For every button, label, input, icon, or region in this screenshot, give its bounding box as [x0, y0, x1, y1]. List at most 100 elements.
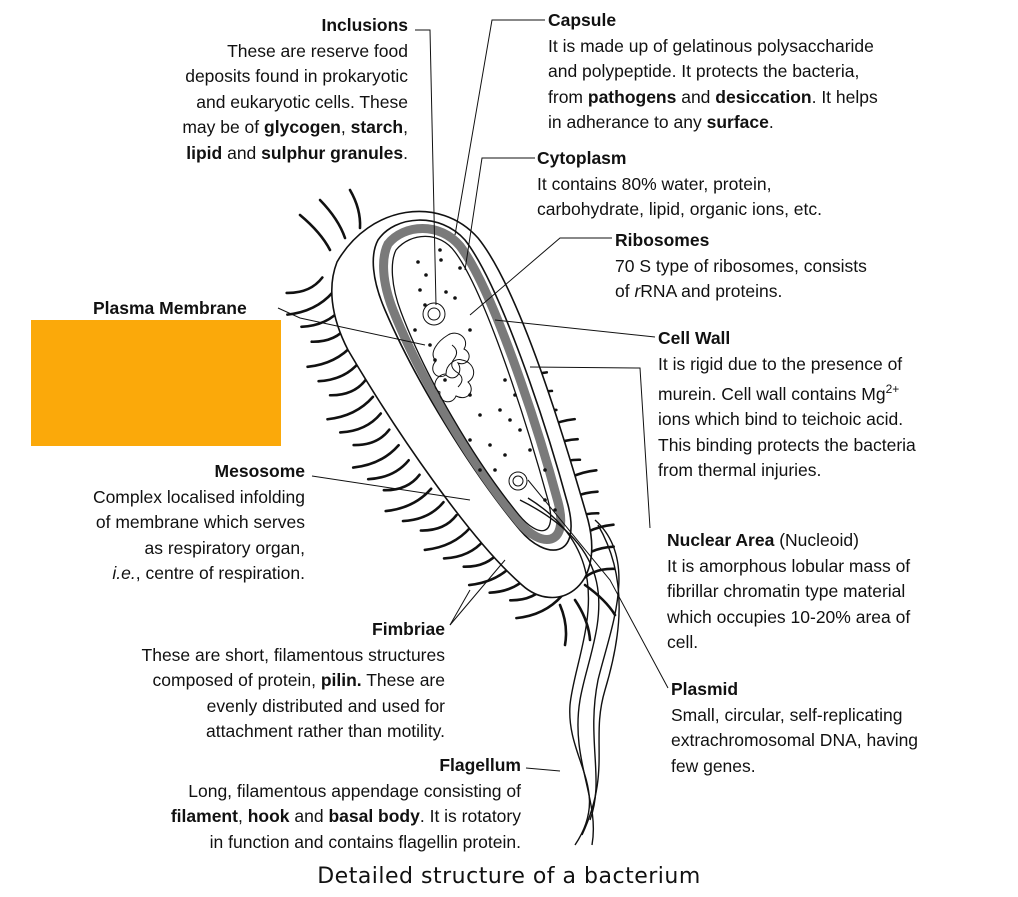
ribosome-dot	[444, 290, 448, 294]
inclusions-title: Inclusions	[321, 15, 408, 35]
label-cell-wall: Cell Wall It is rigid due to the presenc…	[658, 326, 998, 484]
flagellum-line-2: filament, hook and basal body. It is rot…	[60, 804, 521, 830]
label-inclusions: Inclusions These are reserve food deposi…	[90, 13, 408, 166]
capsule-text: and	[676, 86, 716, 107]
inclusions-line-3: and eukaryotic cells. These	[196, 91, 408, 112]
ribosomes-text: RNA and proteins.	[640, 281, 783, 301]
fimbria-hair	[583, 583, 617, 617]
inclusions-text: ,	[340, 117, 351, 137]
fimbria-hair	[382, 473, 421, 492]
ribosomes-r-italic: r	[634, 281, 641, 301]
ribosome-dot	[498, 408, 502, 412]
mesosome	[422, 302, 528, 491]
capsule-line-3: from pathogens and desiccation. It helps	[548, 85, 968, 111]
fimbria-hair	[326, 395, 375, 421]
ribosome-dot	[433, 358, 437, 362]
flagellum	[519, 497, 620, 846]
ribosome-dot	[468, 328, 472, 332]
fimbriae-line-1: These are short, filamentous structures	[141, 644, 445, 665]
ribosomes-title: Ribosomes	[615, 230, 710, 250]
cell-wall-line-1: It is rigid due to the presence of	[658, 353, 903, 374]
ribosome-dot	[518, 428, 522, 432]
cell-wall-title: Cell Wall	[658, 328, 731, 348]
inclusions-text: may be of	[182, 117, 265, 137]
ribosome-dot	[508, 418, 512, 422]
capsule-line-4: in adherance to any surface.	[548, 110, 968, 136]
cytoplasm-title: Cytoplasm	[537, 148, 627, 168]
ribosome-dot	[493, 468, 497, 472]
ribosome-dot	[503, 378, 507, 382]
ribosome-dot	[416, 260, 420, 264]
fimbria-hair	[298, 213, 332, 252]
ribosome-dot	[468, 438, 472, 442]
flagellum-basal-body: basal body	[328, 806, 420, 826]
cell-wall	[372, 219, 572, 551]
ribosome-dot	[458, 266, 462, 270]
flagellum-filament: filament	[170, 806, 238, 826]
capsule-surface: surface	[706, 112, 769, 132]
ribosome-dot	[413, 328, 417, 332]
ribosome-dot	[488, 443, 492, 447]
label-fimbriae: Fimbriae These are short, filamentous st…	[60, 617, 445, 745]
inclusions-text: and	[222, 142, 262, 163]
fimbria-hair	[317, 361, 361, 383]
fimbriae-line-4: attachment rather than motility.	[206, 721, 445, 741]
ribosomes-line-1: 70 S type of ribosomes, consists	[615, 255, 867, 276]
mesosome-title: Mesosome	[214, 461, 305, 481]
ribosomes-line-2: of rRNA and proteins.	[615, 279, 955, 305]
inclusions-lipid: lipid	[186, 142, 223, 163]
ribosome-dot	[478, 468, 482, 472]
ribosome-dot	[418, 288, 422, 292]
inclusions-starch: starch	[350, 117, 404, 137]
capsule-line-2: and polypeptide. It protects the bacteri…	[548, 61, 860, 81]
cell-wall-superscript: 2+	[885, 382, 900, 396]
mesosome-line-1: Complex localised infolding	[92, 486, 305, 507]
mesosome-text: , centre of respiration.	[135, 563, 305, 583]
ribosome-dot	[513, 393, 517, 397]
label-cytoplasm: Cytoplasm It contains 80% water, protein…	[537, 146, 937, 223]
ribosomes	[413, 248, 557, 512]
nuclear-area-title-text: Nuclear Area	[667, 530, 775, 550]
mesosome-ie: i.e.	[112, 563, 136, 583]
fimbria-hair	[351, 443, 400, 469]
capsule-text: from	[548, 86, 588, 107]
capsule-title: Capsule	[548, 10, 617, 30]
label-mesosome: Mesosome Complex localised infolding of …	[30, 459, 305, 587]
flagellum-line-3: in function and contains flagellin prote…	[209, 831, 521, 852]
fimbria-hair	[286, 290, 335, 316]
fimbria-hair	[558, 603, 568, 647]
ribosome-dot	[428, 343, 432, 347]
fimbriae-pilin: pilin.	[320, 670, 362, 690]
flagellum-text: . It is rotatory	[419, 806, 521, 826]
inclusions-text: .	[403, 142, 408, 163]
flagellum-line-1: Long, filamentous appendage consisting o…	[188, 780, 521, 801]
label-plasma-membrane: Plasma Membrane	[93, 296, 293, 322]
label-ribosomes: Ribosomes 70 S type of ribosomes, consis…	[615, 228, 955, 305]
fimbriae-text: composed of protein,	[152, 670, 321, 690]
plasma-membrane-title: Plasma Membrane	[93, 298, 247, 318]
inclusions-line-2: deposits found in prokaryotic	[185, 66, 408, 86]
fimbria-hair	[352, 428, 391, 447]
mesosome-line-3: as respiratory organ,	[144, 537, 306, 558]
plasmid-title: Plasmid	[671, 679, 739, 699]
nuclear-area-line-4: cell.	[667, 632, 699, 652]
nuclear-area-line-1: It is amorphous lobular mass of	[667, 555, 911, 576]
inclusions-line-5: lipid and sulphur granules.	[90, 141, 408, 167]
cell-wall-line-2: murein. Cell wall contains Mg2+	[658, 377, 998, 407]
capsule-text: .	[768, 112, 774, 132]
nuclear-area-line-3: which occupies 10-20% area of	[667, 606, 911, 627]
cell-wall-line-3: ions which bind to teichoic acid.	[658, 409, 904, 430]
ribosomes-text: of	[615, 281, 635, 301]
capsule-pathogens: pathogens	[587, 86, 677, 107]
cytoplasm-line-2: carbohydrate, lipid, organic ions, etc.	[537, 199, 823, 219]
orange-block	[31, 320, 281, 446]
fimbria-hair	[419, 513, 458, 532]
plasmid-line-3: few genes.	[671, 755, 756, 776]
mesosome-line-4: i.e., centre of respiration.	[30, 561, 305, 587]
nuclear-area-title: Nuclear Area (Nucleoid)	[667, 528, 997, 554]
fimbria-hair	[348, 188, 362, 230]
label-plasmid: Plasmid Small, circular, self-replicatin…	[671, 677, 991, 779]
mesosome-line-2: of membrane which serves	[95, 512, 305, 532]
